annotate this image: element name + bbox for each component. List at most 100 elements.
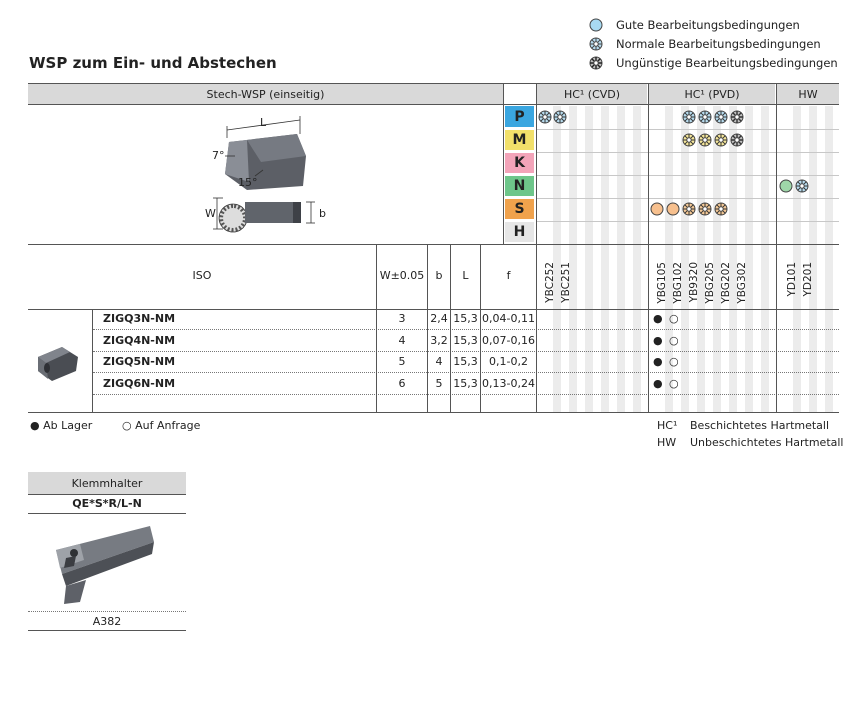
h-line (28, 412, 839, 413)
material-s: S (505, 198, 534, 219)
grade-ybc251: YBC251 (560, 262, 572, 303)
condition-pvdn-icon (682, 133, 696, 147)
material-gap (503, 221, 536, 222)
material-divider (536, 198, 839, 199)
row-f: 0,04-0,11 (482, 312, 535, 325)
legend-normal: Normale Bearbeitungsbedingungen (589, 36, 821, 52)
grade-ybg102: YBG102 (672, 262, 684, 304)
circle-good-icon (589, 18, 603, 32)
legend-good: Gute Bearbeitungsbedingungen (589, 17, 800, 33)
circle-normal-icon (589, 37, 603, 51)
row-iso: ZIGQ4N-NM (103, 333, 176, 347)
v-line (776, 83, 777, 412)
v-line (427, 244, 428, 412)
condition-bad-icon (730, 133, 744, 147)
row-f: 0,13-0,24 (482, 376, 535, 390)
v-line (480, 244, 481, 412)
holder-line (28, 513, 186, 514)
condition-normal-icon (553, 110, 567, 124)
holder-header: Klemmhalter (28, 472, 186, 494)
row-iso: ZIGQ5N-NM (103, 355, 176, 368)
label-w: W (205, 207, 216, 220)
material-divider (536, 175, 839, 176)
condition-ngood-icon (779, 179, 793, 193)
condition-sgood-icon (666, 202, 680, 216)
row-w: 5 (398, 355, 406, 368)
row-b: 3,2 (430, 333, 448, 347)
row-iso: ZIGQ3N-NM (103, 312, 176, 325)
pvd-group-header: HC¹ (PVD) (649, 84, 775, 104)
material-gap (503, 129, 536, 130)
condition-normal-icon (682, 110, 696, 124)
legend-hw-code: HW (657, 436, 677, 449)
legend-text: Gute Bearbeitungsbedingungen (616, 18, 800, 32)
material-p: P (505, 106, 534, 127)
cvd-group-header: HC¹ (CVD) (537, 84, 647, 104)
row-w: 4 (398, 333, 406, 347)
column-w: W±0.05 (379, 269, 425, 282)
column-stripe (553, 106, 561, 412)
legend-hw-text: Unbeschichtetes Hartmetall (690, 436, 844, 449)
row-b: 4 (435, 355, 443, 368)
legend-bad: Ungünstige Bearbeitungsbedingungen (589, 55, 838, 71)
label-l: L (260, 116, 267, 129)
column-stripe (809, 106, 817, 412)
column-stripe (825, 106, 833, 412)
row-b: 5 (435, 376, 443, 390)
column-stripe (585, 106, 593, 412)
column-stripe (681, 106, 689, 412)
row-divider (93, 350, 839, 352)
column-stripe (601, 106, 609, 412)
holder-photo (56, 526, 154, 604)
grade-ybc252: YBC252 (544, 262, 556, 303)
condition-bad-icon (730, 110, 744, 124)
v-line (648, 83, 649, 412)
legend-text: Ungünstige Bearbeitungsbedingungen (616, 56, 838, 70)
insert-type-header: Stech-WSP (einseitig) (28, 84, 503, 104)
condition-sgood-icon (650, 202, 664, 216)
condition-normal-icon (698, 110, 712, 124)
holder-code: QE*S*R/L-N (72, 497, 142, 510)
grade-ybg105: YBG105 (656, 262, 668, 304)
material-gap (503, 152, 536, 153)
row-divider (93, 329, 839, 330)
row-divider (93, 393, 839, 395)
row-divider (93, 372, 839, 373)
holder-page: A382 (92, 615, 122, 628)
column-stripe (697, 106, 705, 412)
grade-yd201: YD201 (802, 262, 814, 297)
column-stripe (793, 106, 801, 412)
grade-yd101: YD101 (786, 262, 798, 297)
grade-ybg202: YBG202 (720, 262, 732, 304)
hw-group-header: HW (777, 84, 839, 104)
grade-ybg205: YBG205 (704, 262, 716, 304)
v-line (503, 83, 504, 244)
material-gap (503, 175, 536, 176)
grade-ybg302: YBG302 (736, 262, 748, 304)
material-gap (503, 198, 536, 199)
condition-snormal-icon (714, 202, 728, 216)
h-line (28, 104, 839, 105)
page-title: WSP zum Ein- und Abstechen (29, 54, 277, 72)
column-stripe (665, 106, 673, 412)
material-m: M (505, 129, 534, 150)
label-angle-7: 7° (212, 149, 225, 162)
row-iso: ZIGQ6N-NM (103, 376, 176, 390)
column-l: L (462, 269, 469, 282)
row-stock-mark: ● (653, 333, 663, 347)
column-stripe (729, 106, 737, 412)
material-divider (536, 152, 839, 153)
legend-request: ○ Auf Anfrage (122, 419, 201, 432)
row-w: 3 (398, 312, 406, 325)
condition-pvdn-icon (714, 133, 728, 147)
circle-bad-icon (589, 56, 603, 70)
row-b: 2,4 (430, 312, 448, 325)
holder-line (28, 630, 186, 631)
row-f: 0,1-0,2 (489, 355, 528, 368)
material-h: H (505, 221, 534, 242)
material-divider (536, 221, 839, 222)
row-l: 15,3 (453, 333, 478, 347)
insert-drawing (213, 116, 315, 233)
holder-line (28, 494, 186, 495)
condition-normal-icon (538, 110, 552, 124)
